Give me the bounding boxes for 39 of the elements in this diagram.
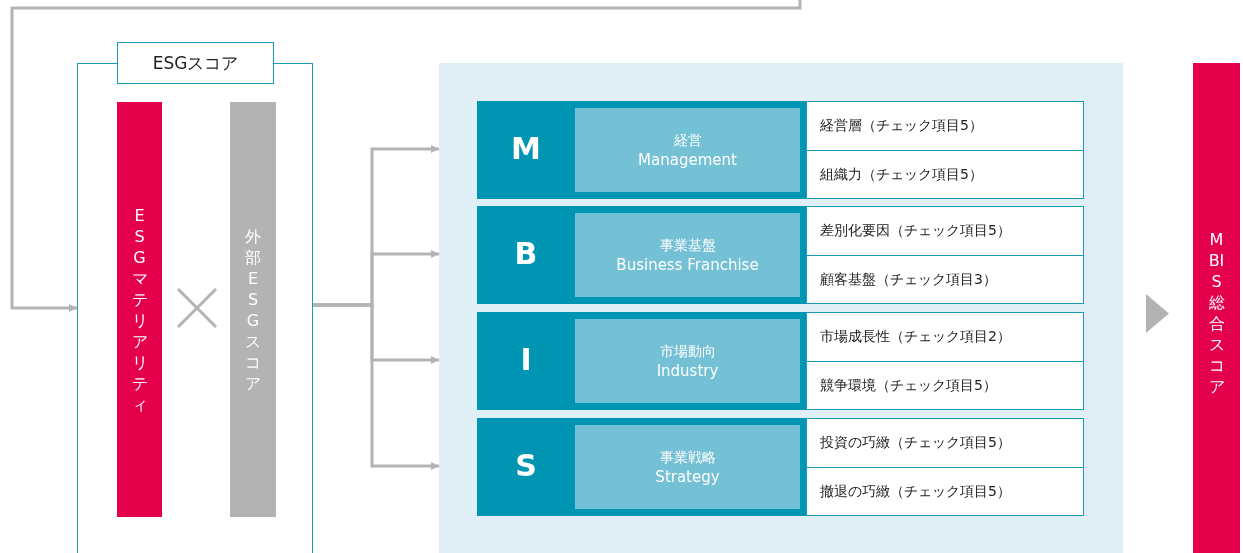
category-letter: I	[519, 342, 533, 378]
category-name: 経営	[673, 131, 702, 150]
category-name-english: Industry	[656, 361, 719, 381]
category-label-box	[575, 425, 800, 509]
category-label-box	[575, 213, 800, 297]
check-item-box: 撤退の巧緻（チェック項目5）	[806, 467, 1084, 516]
category-name: 市場動向	[659, 342, 716, 361]
check-item-box: 経営層（チェック項目5）	[806, 101, 1084, 151]
score-bar	[117, 102, 162, 517]
category-name: 事業戦略	[659, 448, 716, 467]
check-item-box: 顧客基盤（チェック項目3）	[806, 255, 1084, 304]
category-box	[477, 101, 807, 199]
check-item-box: 市場成長性（チェック項目2）	[806, 312, 1084, 362]
heading-label: ESGスコア	[117, 42, 274, 84]
score-bar	[230, 102, 276, 517]
category-name-english: Strategy	[655, 467, 720, 487]
panel-background	[439, 63, 1123, 553]
check-item-box: 差別化要因（チェック項目5）	[806, 206, 1084, 256]
vertical-label: 外部ESGスコア	[244, 225, 262, 394]
category-letter: M	[510, 131, 542, 167]
category-name: 事業基盤	[659, 236, 716, 255]
arrow	[10, 0, 802, 312]
arrow	[313, 303, 439, 470]
chevron-arrow	[1146, 294, 1169, 333]
category-label-box	[575, 108, 800, 192]
category-label-box	[575, 319, 800, 403]
score-bar	[1193, 63, 1240, 553]
check-item-box: 競争環境（チェック項目5）	[806, 361, 1084, 410]
category-name-english: Business Franchise	[616, 255, 759, 275]
vertical-label: MBIS総合スコア	[1207, 229, 1226, 397]
category-letter: B	[513, 236, 539, 272]
vertical-label: ESGマテリアリティ	[130, 204, 149, 415]
category-box	[477, 206, 807, 304]
category-name-english: Management	[638, 150, 737, 170]
category-box	[477, 312, 807, 410]
category-box	[477, 418, 807, 516]
category-letter: S	[514, 448, 538, 484]
check-item-box: 組織力（チェック項目5）	[806, 150, 1084, 199]
check-item-box: 投資の巧緻（チェック項目5）	[806, 418, 1084, 468]
